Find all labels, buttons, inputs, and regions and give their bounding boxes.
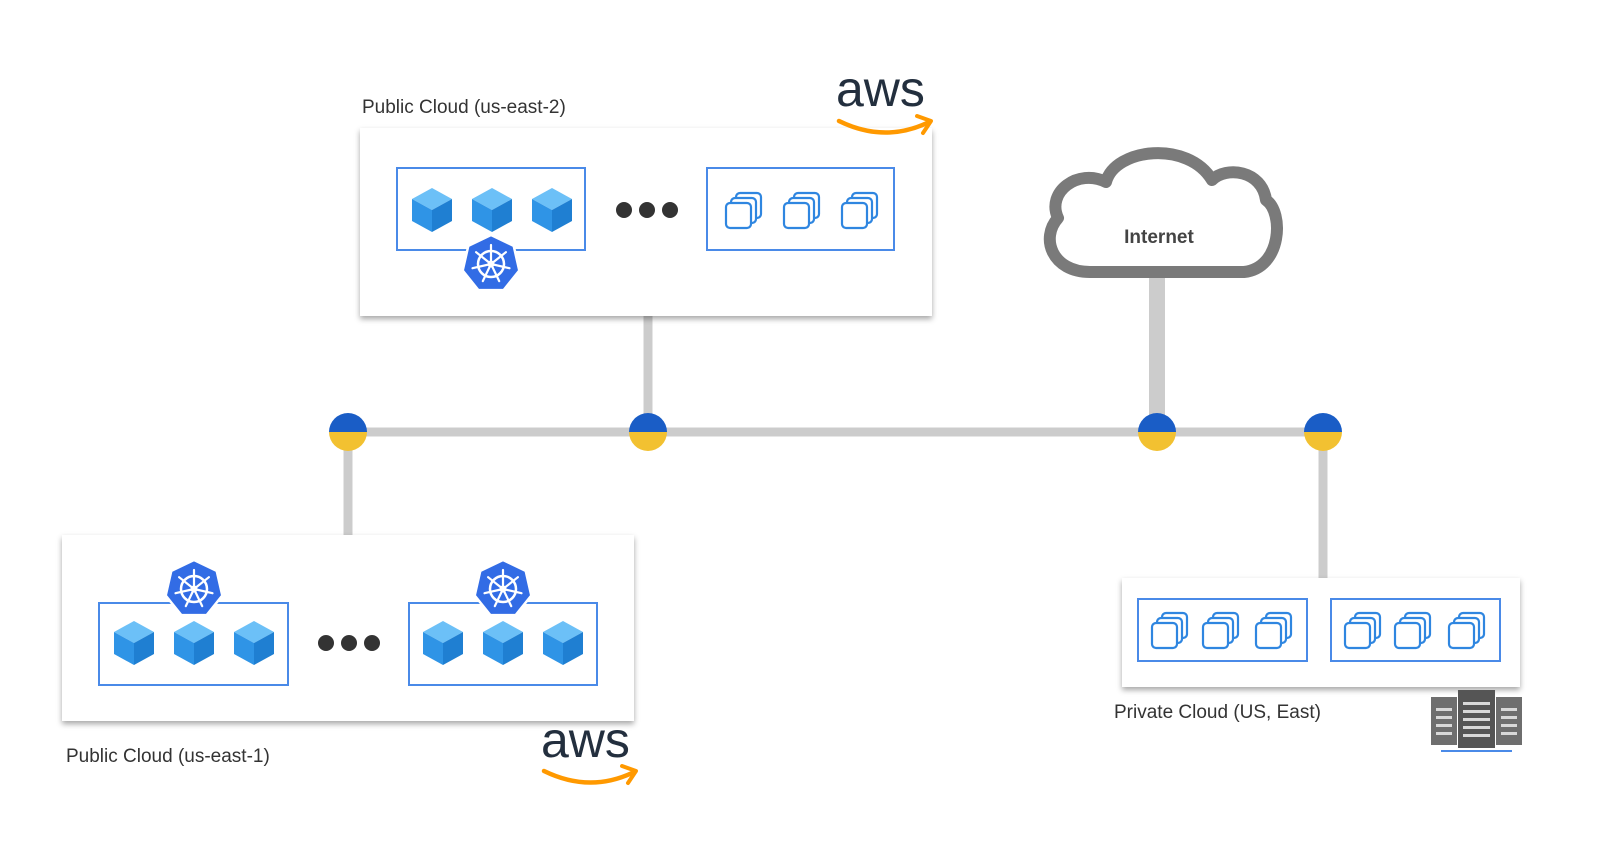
ellipsis-icon: [616, 202, 678, 218]
aws-logo-text: aws: [836, 61, 925, 117]
region-us-east-2-label: Public Cloud (us-east-2): [362, 97, 566, 118]
region-us-east-2: Public Cloud (us-east-2) aws: [360, 61, 932, 316]
region-us-east-1: Public Cloud (us-east-1) aws: [62, 535, 636, 783]
vm-group: [1330, 598, 1501, 662]
aws-smile: [544, 766, 636, 783]
internet-label: Internet: [1124, 227, 1194, 248]
kubernetes-icon: [461, 233, 521, 292]
cloud-shape: [1043, 147, 1283, 278]
region-private-cloud: Private Cloud (US, East): [1114, 578, 1522, 752]
ellipsis-icon: [318, 635, 380, 651]
kubernetes-icon: [473, 558, 533, 617]
aws-logo: aws: [541, 712, 636, 783]
region-us-east-1-label: Public Cloud (us-east-1): [66, 746, 270, 767]
aws-logo-text: aws: [541, 712, 630, 768]
server-rack-icon: [1431, 690, 1522, 752]
network-links: [343, 270, 1328, 578]
private-cloud-label: Private Cloud (US, East): [1114, 702, 1321, 723]
region-us-east-1-panel: [62, 535, 634, 721]
region-us-east-2-panel: [360, 128, 932, 316]
aws-logo: aws: [836, 61, 931, 133]
network-node-2: [629, 413, 667, 451]
vm-group: [706, 167, 895, 251]
network-node-3: [1138, 413, 1176, 451]
kubernetes-icon: [164, 558, 224, 617]
vm-group: [1137, 598, 1308, 662]
network-node-4: [1304, 413, 1342, 451]
network-node-1: [329, 413, 367, 451]
internet-cloud: Internet: [1043, 147, 1283, 278]
